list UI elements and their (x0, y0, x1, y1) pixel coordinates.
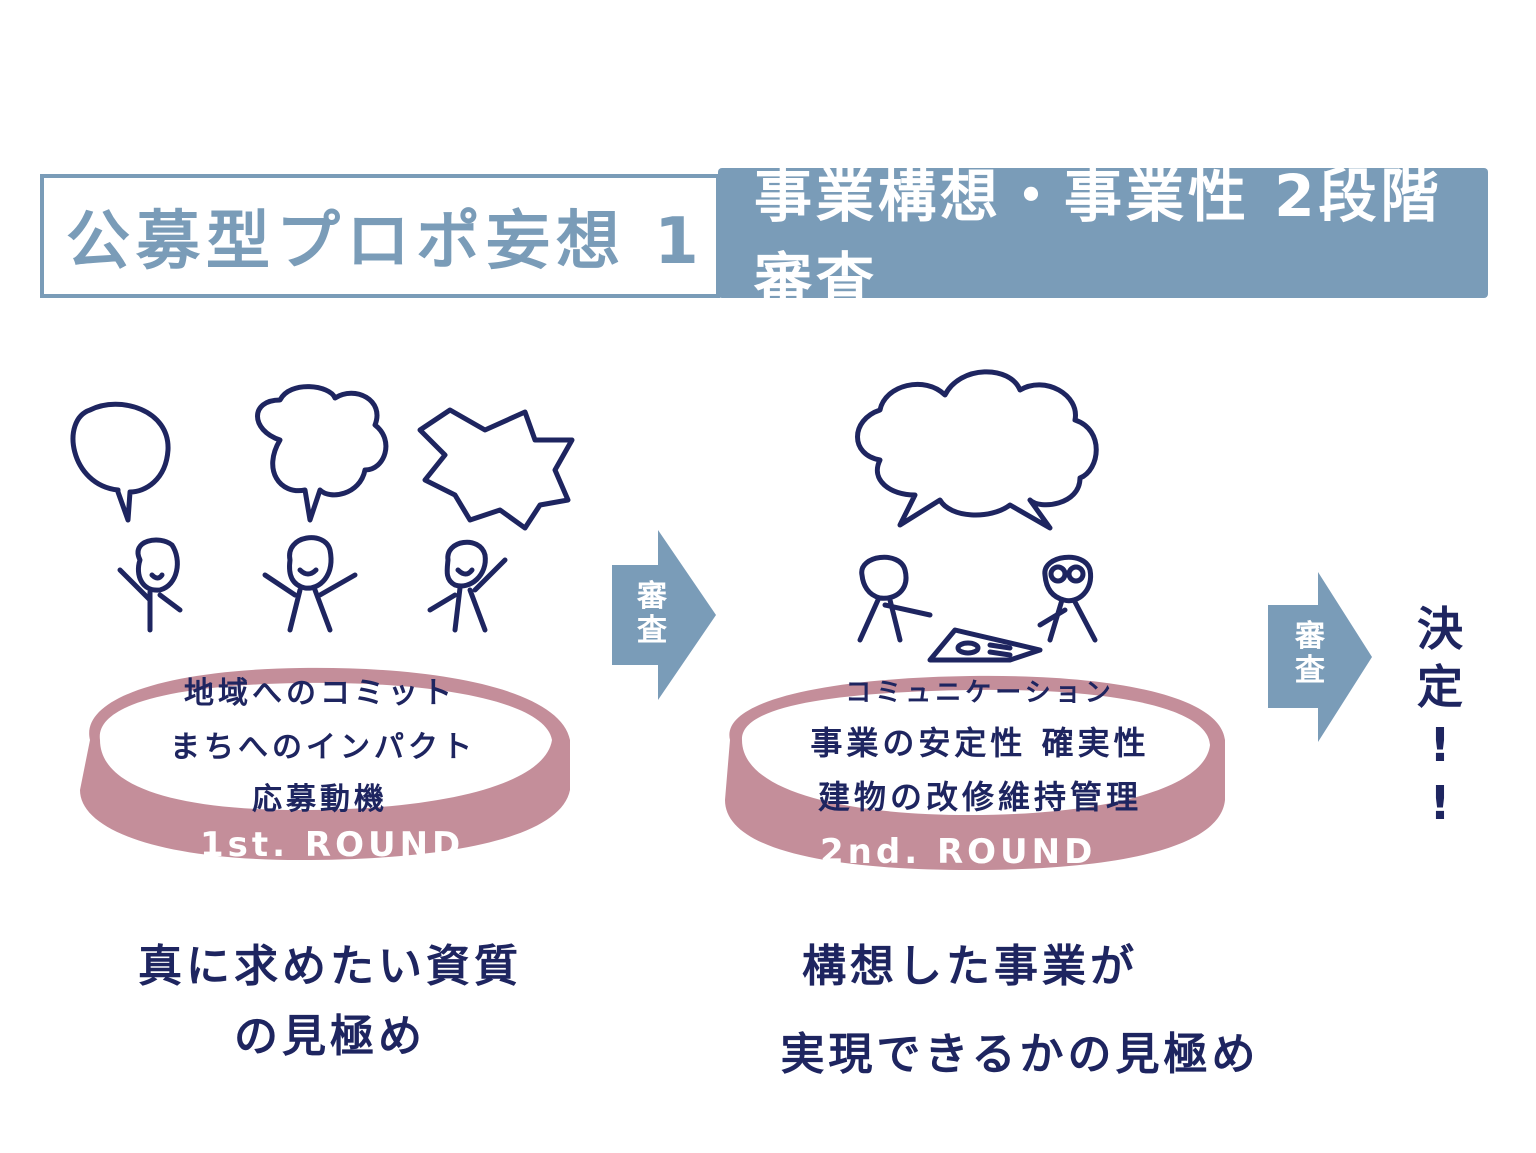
review-arrow-2 (1268, 572, 1372, 742)
round2-line-1: コミュニケーション (845, 678, 1115, 708)
header-subtitle-box: 事業構想・事業性 2段階審査 (718, 162, 1488, 314)
round2-line-2: 事業の安定性 確実性 (810, 724, 1150, 762)
speech-bubble-round (70, 401, 171, 523)
round1-caption-line-1: 真に求めたい資質 (138, 941, 522, 992)
round2-label: 2nd. ROUND (820, 832, 1097, 872)
round1-ring-inner (99, 682, 552, 810)
header-right-title: 事業構想・事業性 2段階審査 (754, 162, 1443, 314)
round1-line-3: 応募動機 (252, 782, 388, 817)
person-1 (117, 537, 183, 633)
person-left (857, 554, 933, 643)
discussion-cloud (855, 369, 1099, 531)
round2-caption-line-1: 構想した事業が (802, 941, 1138, 992)
round1-caption-line-2: の見極め (234, 1011, 426, 1062)
round1-line-1: 地域へのコミット (184, 676, 456, 711)
round1-line-2: まちへのインパクト (170, 730, 476, 765)
exclamation-bubble-spiky (417, 407, 575, 531)
round2-caption-line-2: 実現できるかの見極め (780, 1029, 1260, 1080)
round2-ring-inner (741, 689, 1210, 815)
person-2 (262, 535, 358, 633)
header-title-box: 公募型プロポ妄想 1 (40, 174, 720, 298)
round1-label: 1st. ROUND (200, 825, 465, 865)
meeting-table (927, 627, 1043, 663)
review-arrow-2-label: 審査 (1295, 619, 1325, 688)
thought-bubble-cloud (255, 384, 389, 523)
round2-line-3: 建物の改修維持管理 (817, 778, 1142, 816)
person-3 (427, 539, 508, 633)
person-right (1037, 554, 1098, 643)
review-arrow-1-label: 審査 (637, 579, 667, 648)
decision-text: 決定!! (1417, 602, 1463, 830)
review-arrow-1 (612, 530, 716, 700)
header-left-title: 公募型プロポ妄想 1 (66, 205, 705, 279)
